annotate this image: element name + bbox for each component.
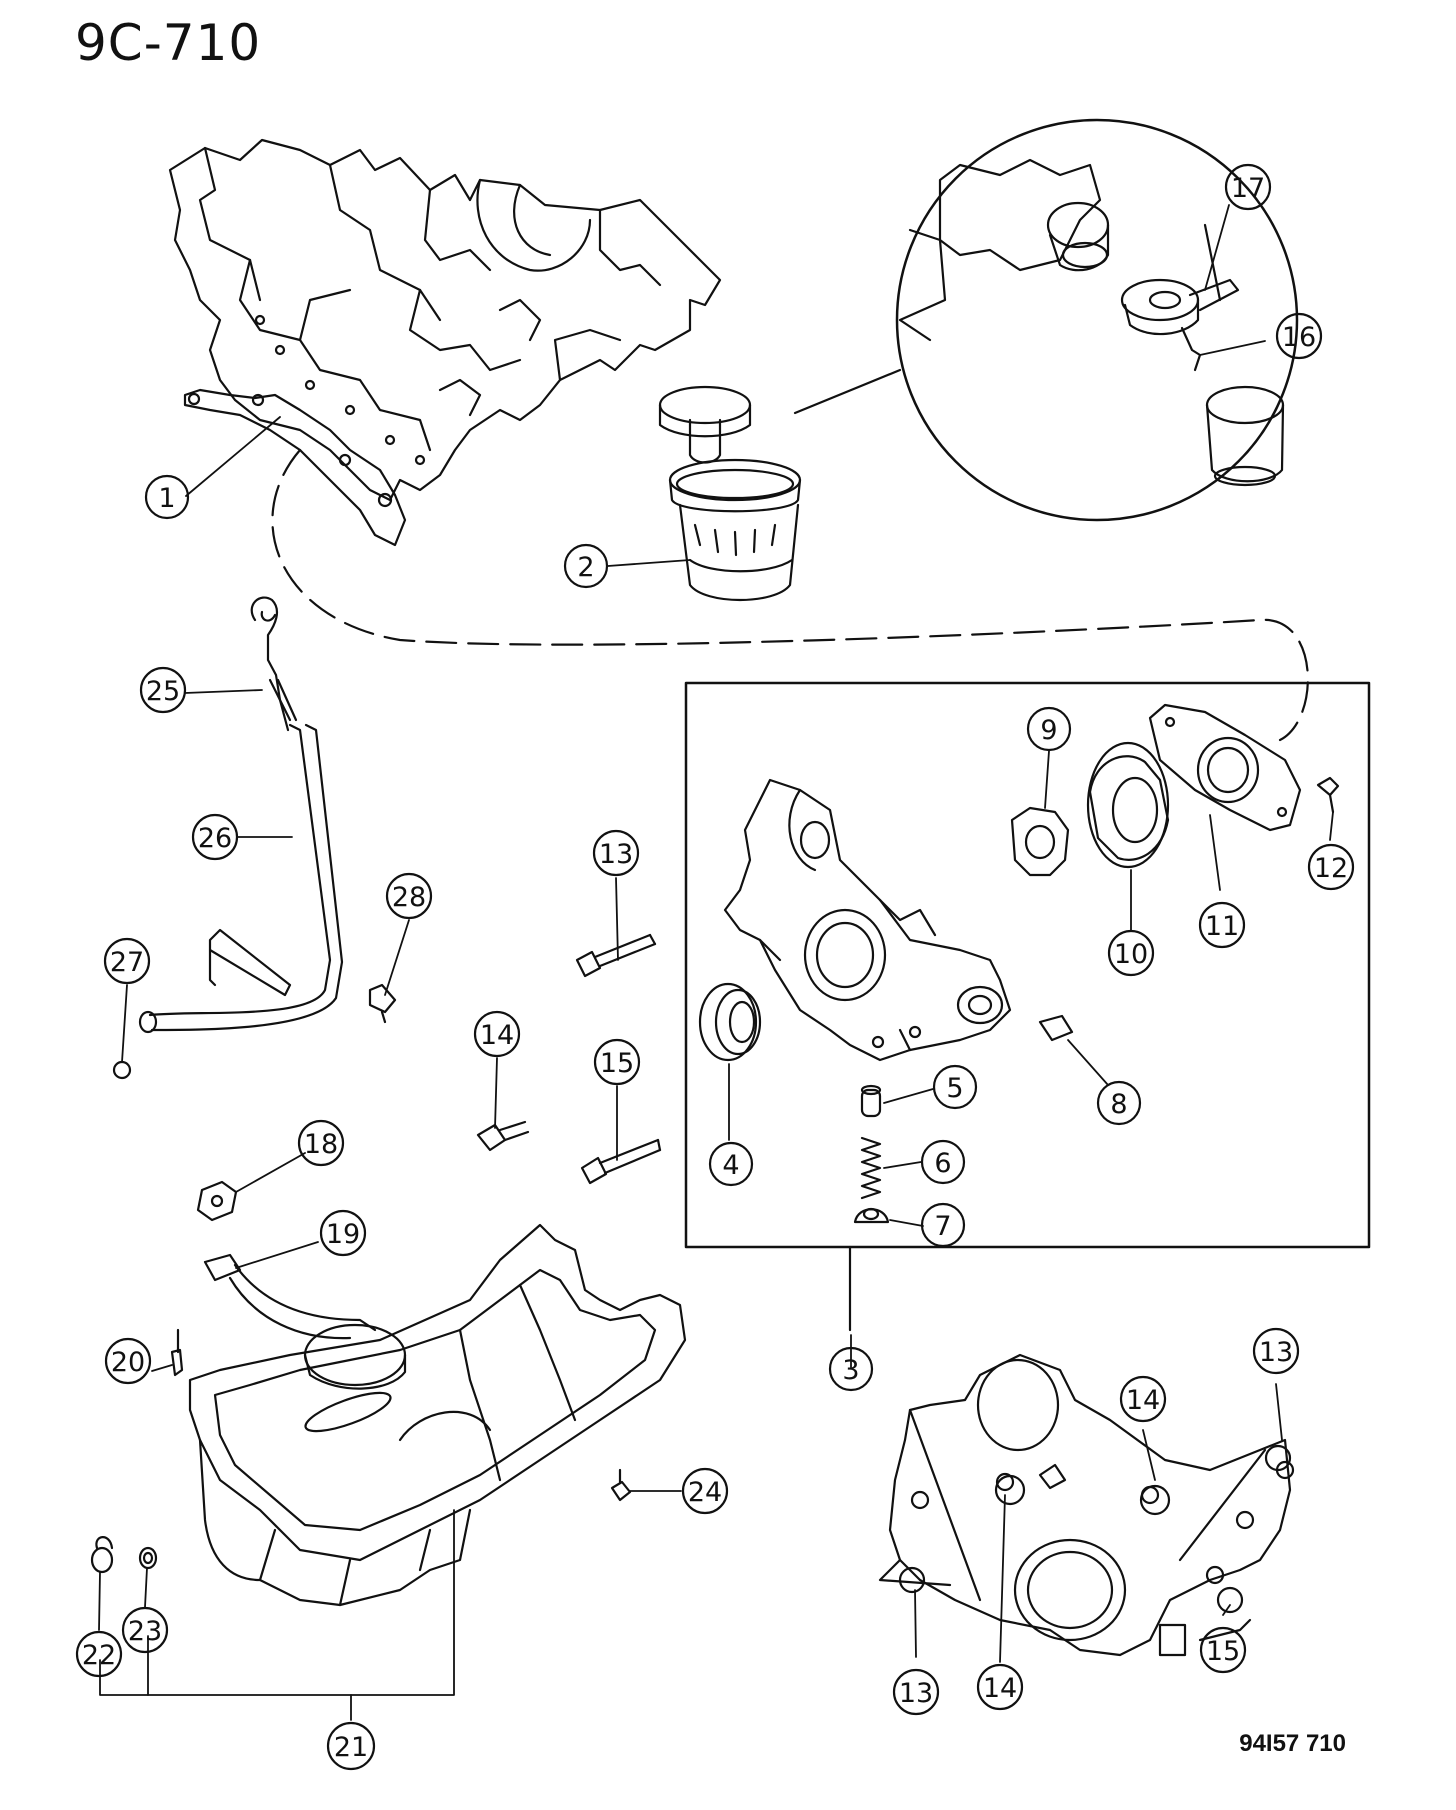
callout-13-rear-right: 13 bbox=[1252, 1327, 1300, 1375]
callout-2: 2 bbox=[563, 543, 609, 589]
callout-4: 4 bbox=[708, 1141, 754, 1187]
svg-text:20: 20 bbox=[111, 1347, 145, 1378]
svg-text:25: 25 bbox=[146, 676, 180, 707]
callout-24: 24 bbox=[681, 1467, 729, 1515]
dashed-leader-gasket-to-pump bbox=[271, 448, 1309, 742]
callout-20: 20 bbox=[104, 1337, 152, 1385]
engine-block-illustration bbox=[168, 138, 752, 547]
svg-text:9: 9 bbox=[1040, 715, 1057, 746]
callout-21: 21 bbox=[326, 1721, 376, 1771]
callout-13-rear-left: 13 bbox=[892, 1668, 940, 1716]
callout-15-rear: 15 bbox=[1199, 1626, 1247, 1674]
svg-text:18: 18 bbox=[304, 1129, 338, 1160]
callout-bubbles: 1 2 3 4 5 6 7 8 9 10 11 12 13 13 13 14 1… bbox=[75, 163, 1355, 1771]
svg-text:10: 10 bbox=[1114, 939, 1148, 970]
svg-text:16: 16 bbox=[1282, 322, 1316, 353]
svg-text:1: 1 bbox=[158, 483, 175, 514]
callout-7: 7 bbox=[920, 1202, 966, 1248]
callout-8: 8 bbox=[1096, 1080, 1142, 1126]
sheet-id: 9C-710 bbox=[75, 14, 262, 72]
callout-14-rear-top: 14 bbox=[1119, 1375, 1167, 1423]
svg-text:4: 4 bbox=[722, 1150, 739, 1181]
svg-text:13: 13 bbox=[1259, 1337, 1293, 1368]
svg-text:27: 27 bbox=[110, 947, 144, 978]
callout-22: 22 bbox=[75, 1630, 123, 1678]
svg-text:5: 5 bbox=[946, 1073, 963, 1104]
drawing-number: 94I57 710 bbox=[1239, 1730, 1346, 1757]
callout-14-middle: 14 bbox=[473, 1010, 521, 1058]
callout-10: 10 bbox=[1107, 929, 1155, 977]
callout-28: 28 bbox=[385, 872, 433, 920]
bolts-illustration bbox=[476, 933, 662, 1185]
svg-text:3: 3 bbox=[842, 1355, 859, 1386]
svg-text:26: 26 bbox=[198, 823, 232, 854]
callout-11: 11 bbox=[1198, 901, 1246, 949]
callout-14-rear-bottom: 14 bbox=[976, 1663, 1024, 1711]
oil-pan-illustration bbox=[90, 1180, 687, 1607]
svg-text:15: 15 bbox=[600, 1048, 634, 1079]
callout-13-top: 13 bbox=[592, 829, 640, 877]
callout-9: 9 bbox=[1026, 706, 1072, 752]
callout-27: 27 bbox=[103, 937, 151, 985]
svg-text:14: 14 bbox=[1126, 1385, 1160, 1416]
dipstick-and-tube-illustration bbox=[112, 596, 397, 1080]
svg-text:13: 13 bbox=[599, 839, 633, 870]
svg-text:23: 23 bbox=[128, 1616, 162, 1647]
callout-1: 1 bbox=[144, 474, 190, 520]
callout-6: 6 bbox=[920, 1139, 966, 1185]
svg-text:24: 24 bbox=[688, 1477, 722, 1508]
leader-lines bbox=[98, 204, 1334, 1721]
svg-text:22: 22 bbox=[82, 1640, 116, 1671]
svg-text:7: 7 bbox=[934, 1211, 951, 1242]
callout-23: 23 bbox=[121, 1606, 169, 1654]
callout-12: 12 bbox=[1307, 843, 1355, 891]
svg-text:28: 28 bbox=[392, 882, 426, 913]
svg-text:8: 8 bbox=[1110, 1089, 1127, 1120]
svg-text:11: 11 bbox=[1205, 911, 1239, 942]
callout-3: 3 bbox=[828, 1346, 874, 1392]
svg-text:17: 17 bbox=[1231, 173, 1265, 204]
callout-17: 17 bbox=[1224, 163, 1272, 211]
oil-pump-assembly-box bbox=[684, 681, 1371, 1332]
callout-15-middle: 15 bbox=[593, 1038, 641, 1086]
callout-26: 26 bbox=[191, 813, 239, 861]
svg-text:14: 14 bbox=[480, 1020, 514, 1051]
callout-19: 19 bbox=[319, 1209, 367, 1257]
svg-text:6: 6 bbox=[934, 1148, 951, 1179]
oil-pump-rear-view-illustration bbox=[878, 1353, 1295, 1657]
svg-text:21: 21 bbox=[334, 1732, 368, 1763]
callout-18: 18 bbox=[297, 1119, 345, 1167]
svg-text:12: 12 bbox=[1314, 853, 1348, 884]
oil-filter-illustration bbox=[668, 458, 802, 601]
svg-text:14: 14 bbox=[983, 1673, 1017, 1704]
svg-text:15: 15 bbox=[1206, 1636, 1240, 1667]
callout-25: 25 bbox=[139, 666, 187, 714]
svg-text:19: 19 bbox=[326, 1219, 360, 1250]
callout-16: 16 bbox=[1275, 312, 1323, 360]
inset-detail-filter-adapter bbox=[793, 118, 1299, 522]
svg-text:2: 2 bbox=[577, 552, 594, 583]
svg-text:13: 13 bbox=[899, 1678, 933, 1709]
callout-5: 5 bbox=[932, 1064, 978, 1110]
